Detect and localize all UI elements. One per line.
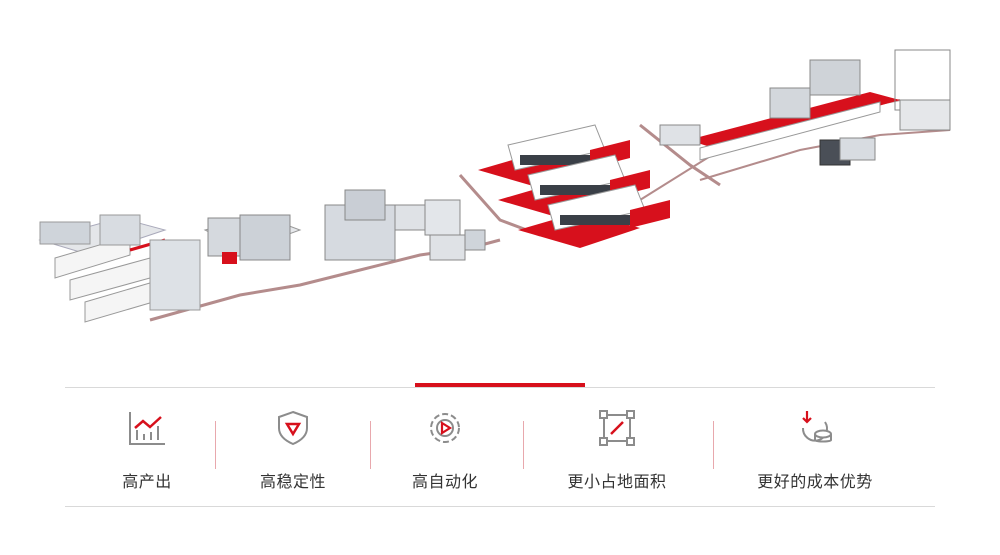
feature-label: 高自动化 <box>411 472 478 491</box>
feature-cost-advantage: 更好的成本优势 <box>735 388 895 506</box>
feature-label: 高稳定性 <box>259 472 326 491</box>
feature-strip: 高产出 高稳定性 高自动化 <box>65 388 935 506</box>
feature-label: 高产出 <box>122 472 172 491</box>
top-divider <box>65 387 935 388</box>
feature-separator <box>215 421 216 469</box>
shield-icon <box>271 406 315 450</box>
coin-cost-icon <box>793 406 837 450</box>
frame-resize-icon <box>595 406 639 450</box>
feature-separator <box>713 421 714 469</box>
feature-separator <box>370 421 371 469</box>
feature-high-stability: 高稳定性 <box>243 388 343 506</box>
bottom-divider <box>65 506 935 507</box>
feature-high-automation: 高自动化 <box>395 388 495 506</box>
production-line-illustration <box>38 49 951 323</box>
feature-label: 更好的成本优势 <box>757 472 873 491</box>
feature-separator <box>523 421 524 469</box>
feature-label: 更小占地面积 <box>567 472 667 491</box>
active-indicator-bar <box>415 383 585 387</box>
gear-play-icon <box>423 406 467 450</box>
rising-chart-icon <box>125 406 169 450</box>
feature-high-output: 高产出 <box>97 388 197 506</box>
feature-smaller-footprint: 更小占地面积 <box>547 388 687 506</box>
